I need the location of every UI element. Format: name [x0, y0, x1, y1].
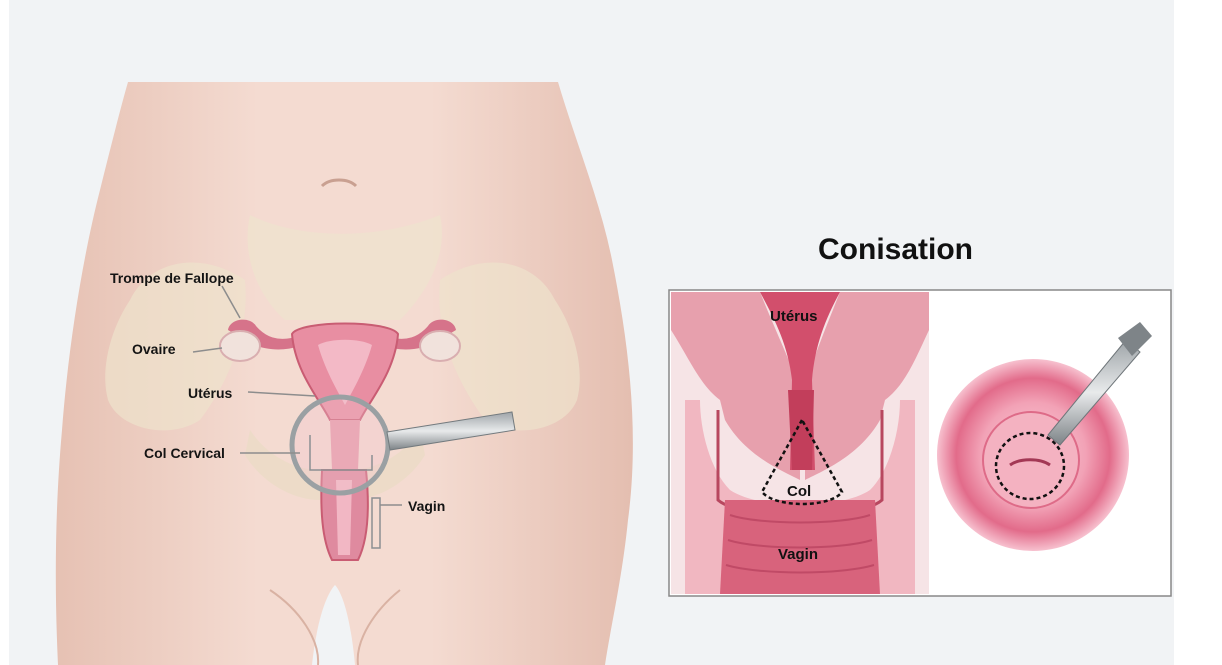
conisation-figure [669, 290, 1171, 596]
conisation-label-vagina: Vagin [778, 546, 818, 563]
label-uterus: Utérus [188, 385, 233, 401]
conisation-label-cervix: Col [787, 483, 811, 500]
label-cervix: Col Cervical [144, 445, 225, 461]
label-ovary: Ovaire [132, 341, 176, 357]
conisation-label-uterus: Utérus [770, 308, 818, 325]
conisation-title: Conisation [818, 233, 973, 266]
label-fallopian-tube: Trompe de Fallope [110, 270, 234, 286]
label-vagina: Vagin [408, 498, 445, 514]
